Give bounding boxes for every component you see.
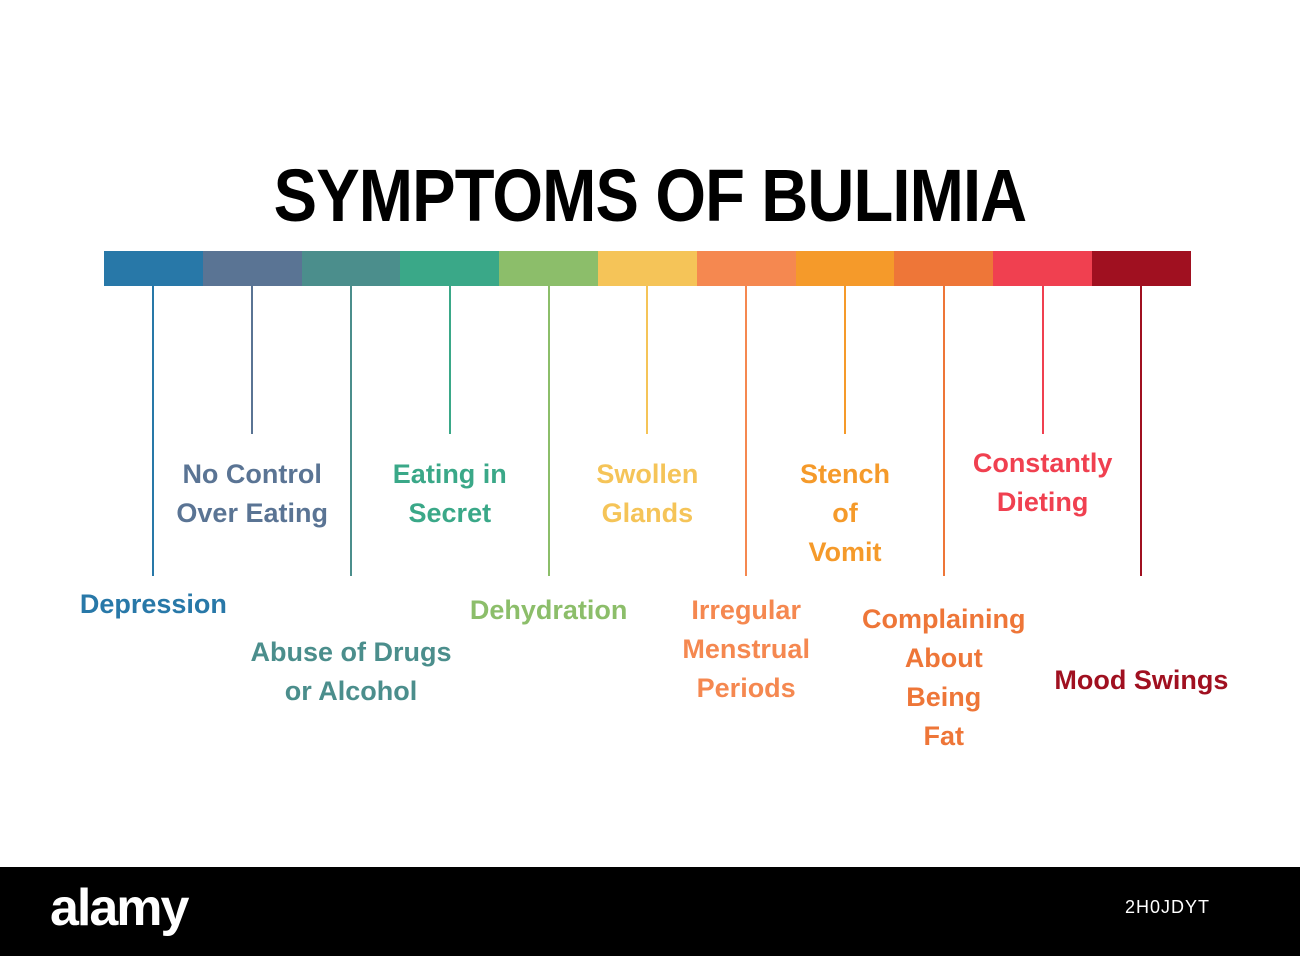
connector-line (646, 286, 649, 434)
bar-segment (301, 251, 401, 286)
bar-segment (696, 251, 797, 286)
symptom-label: Irregular Menstrual Periods (682, 595, 810, 703)
symptom-label: Dehydration (469, 595, 628, 625)
symptom-label: Stench of Vomit (799, 459, 891, 567)
bar-segment (894, 251, 994, 286)
bar-segment (202, 251, 303, 286)
connector-line (1140, 286, 1143, 576)
connector-line (152, 286, 155, 576)
bar-segment (400, 251, 500, 286)
color-scale-bar (104, 251, 1192, 286)
connector-line (251, 286, 254, 434)
connector-line (448, 286, 451, 434)
symptom-label: No Control Over Eating (176, 459, 328, 528)
symptom-label: Depression (79, 589, 227, 619)
footer-banner: alamy 2H0JDYT (0, 867, 1300, 956)
symptom-label: Constantly Dieting (972, 448, 1113, 517)
symptom-label: Eating in Secret (392, 459, 507, 528)
connector-line (745, 286, 748, 576)
footer-image-id: 2H0JDYT (1124, 897, 1210, 917)
page-title: SYMPTOMS OF BULIMIA (273, 154, 1028, 237)
bar-segment (499, 251, 599, 286)
bar-segment (104, 251, 204, 286)
bar-segment (795, 251, 895, 286)
symptom-label: Complaining About Being Fat (862, 604, 1026, 751)
connector-line (547, 286, 550, 576)
connector-line (942, 286, 945, 576)
symptom-label: Mood Swings (1054, 665, 1229, 695)
connector-line (844, 286, 846, 434)
symptom-label: Abuse of Drugs or Alcohol (250, 637, 452, 706)
symptom-label: Swollen Glands (596, 459, 699, 528)
bar-segment (993, 251, 1093, 286)
bar-segment (598, 251, 698, 286)
bar-segment (1092, 251, 1192, 286)
footer-logo: alamy (50, 879, 189, 937)
connector-line (1041, 286, 1044, 434)
connector-line (350, 286, 352, 576)
